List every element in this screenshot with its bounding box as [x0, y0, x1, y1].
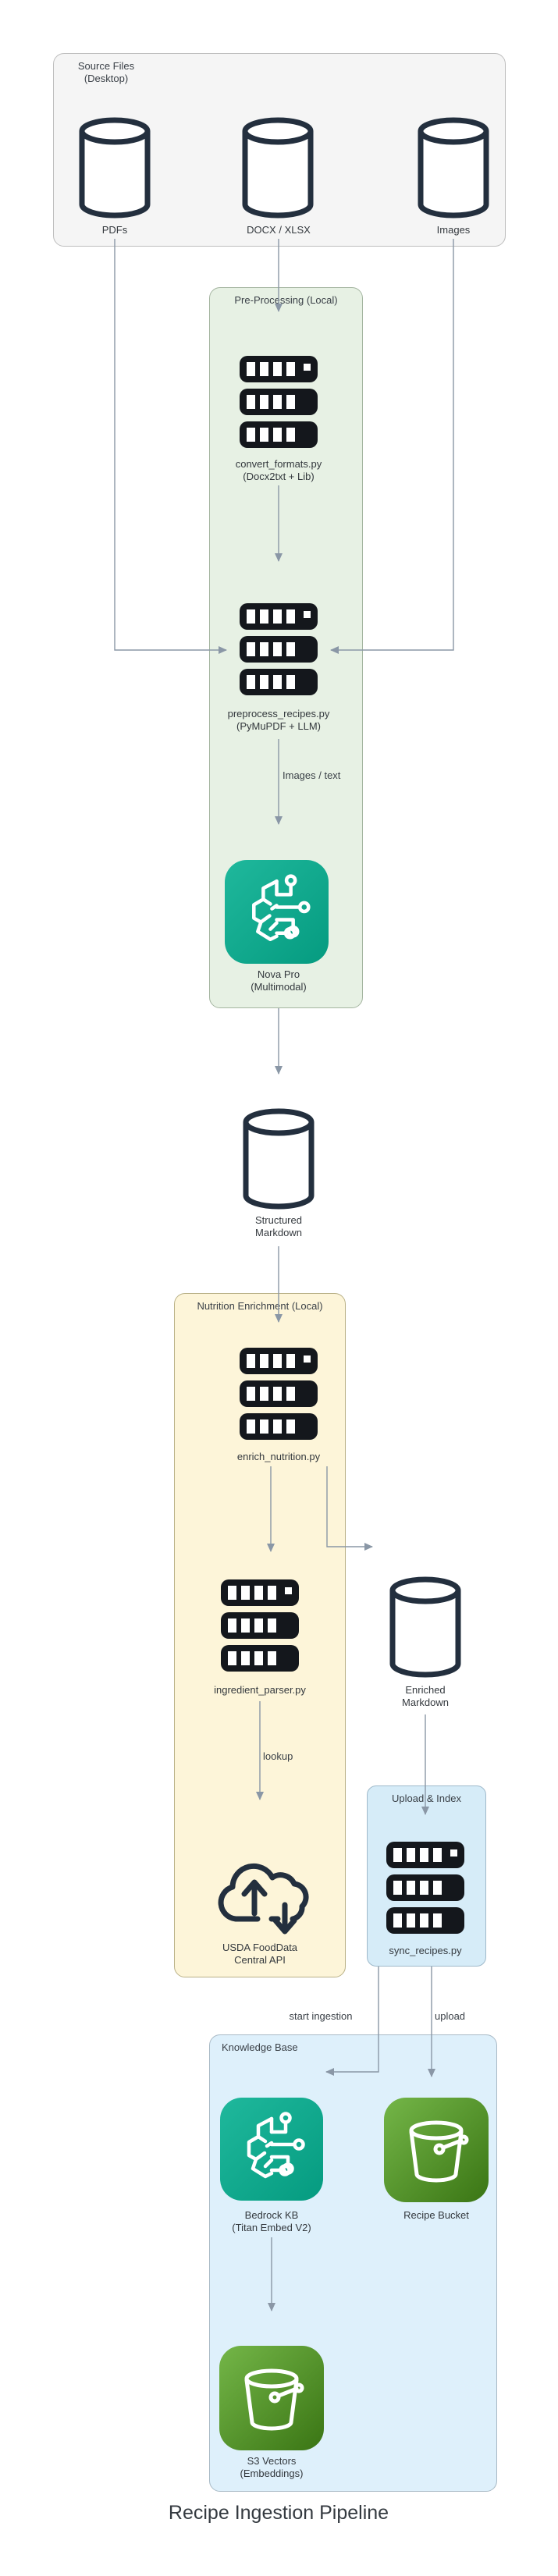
node-enriched-markdown-label: Enriched Markdown: [402, 1684, 449, 1708]
node-usda-api-label: USDA FoodData Central API: [222, 1942, 298, 1966]
cloud-api-icon: [209, 1839, 311, 1937]
server-stack-icon: [240, 356, 318, 448]
group-knowledge-base-title: Knowledge Base: [222, 2041, 298, 2053]
node-s3-vectors-label: S3 Vectors (Embeddings): [240, 2455, 304, 2479]
node-sync-recipes-label: sync_recipes.py: [389, 1945, 462, 1956]
diagram-title: Recipe Ingestion Pipeline: [168, 2502, 389, 2524]
node-bedrock-kb-label: Bedrock KB (Titan Embed V2): [232, 2209, 311, 2233]
bedrock-kb-brain-circuit-icon: [220, 2098, 323, 2201]
node-nova-pro-label: Nova Pro (Multimodal): [251, 968, 307, 993]
group-upload-index: Upload & Index: [367, 1785, 486, 1967]
node-docx-xlsx-label: DOCX / XLSX: [247, 224, 311, 236]
node-structured-markdown-label: Structured Markdown: [255, 1214, 302, 1238]
edge-label-upload: upload: [435, 2010, 466, 2022]
node-convert-formats-label: convert_formats.py (Docx2txt + Lib): [235, 458, 322, 482]
server-stack-icon: [240, 603, 318, 695]
database-icon: [77, 117, 152, 219]
node-recipe-bucket-label: Recipe Bucket: [403, 2209, 469, 2221]
node-enrich-nutrition-label: enrich_nutrition.py: [236, 1451, 321, 1462]
group-source-files-title: Source Files (Desktop): [77, 60, 135, 84]
database-icon: [416, 117, 491, 219]
database-icon: [241, 1108, 316, 1210]
edge-label-start-ingestion: start ingestion: [289, 2010, 353, 2022]
group-nutrition-enrichment-title: Nutrition Enrichment (Local): [197, 1300, 323, 1312]
database-icon: [388, 1576, 463, 1678]
recipe-bucket-icon: [384, 2098, 489, 2202]
edge-label-images-text: Images / text: [283, 769, 341, 781]
node-preprocess-recipes-label: preprocess_recipes.py (PyMuPDF + LLM): [227, 708, 330, 732]
server-stack-icon: [221, 1579, 299, 1672]
edge-label-lookup: lookup: [263, 1750, 293, 1762]
node-pdfs-label: PDFs: [101, 224, 128, 236]
node-images-label: Images: [436, 224, 471, 236]
server-stack-icon: [386, 1842, 464, 1934]
node-ingredient-parser-label: ingredient_parser.py: [214, 1684, 306, 1696]
database-icon: [240, 117, 315, 219]
group-pre-processing-title: Pre-Processing (Local): [234, 294, 338, 306]
nova-pro-brain-circuit-icon: [225, 860, 329, 964]
server-stack-icon: [240, 1348, 318, 1440]
group-upload-index-title: Upload & Index: [392, 1793, 461, 1804]
s3-vectors-bucket-icon: [219, 2346, 324, 2450]
